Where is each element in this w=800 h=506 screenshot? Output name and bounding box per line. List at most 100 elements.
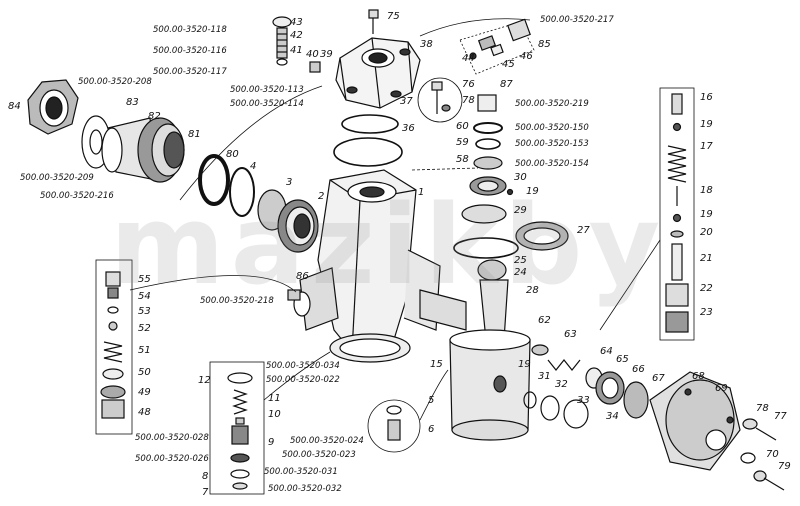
- ring-4: [229, 167, 255, 217]
- callout-number: 80: [226, 149, 239, 160]
- part-number-label: 500.00-3520-032: [268, 484, 342, 494]
- valve-group-44-46: [459, 18, 535, 75]
- callout-number: 33: [577, 395, 590, 406]
- callout-number: 87: [500, 79, 513, 90]
- callout-number: 75: [387, 11, 400, 22]
- callout-number: 82: [148, 111, 161, 122]
- part-number-label: 500.00-3520-217: [540, 15, 614, 25]
- callout-number: 36: [402, 123, 415, 134]
- callout-number: 81: [188, 129, 201, 140]
- rings-31-34: [523, 391, 589, 429]
- part-number-label: 500.00-3520-034: [266, 361, 340, 371]
- callout-number: 54: [138, 291, 151, 302]
- callout-number: 83: [126, 97, 139, 108]
- callout-number: 50: [138, 367, 151, 378]
- piston-15: [449, 329, 531, 441]
- callout-number: 1: [418, 187, 425, 198]
- part-number-label: 500.00-3520-113: [230, 85, 304, 95]
- callout-number: 25: [514, 255, 527, 266]
- part-number-label: 500.00-3520-028: [135, 433, 209, 443]
- callout-number: 79: [778, 461, 791, 472]
- valve-chain-62-67: [531, 344, 649, 419]
- callout-number: 70: [766, 449, 779, 460]
- guide-lines: [129, 18, 661, 421]
- callout-number: 85: [538, 39, 551, 50]
- part-number-label: 500.00-3520-026: [135, 454, 209, 464]
- callout-number: 69: [715, 383, 728, 394]
- callout-number: 34: [606, 411, 619, 422]
- nut-84: [27, 79, 79, 135]
- part-number-label: 500.00-3520-150: [515, 123, 589, 133]
- bolts-77-79: [740, 418, 785, 491]
- callout-number: 16: [700, 92, 713, 103]
- callout-number: 66: [632, 364, 645, 375]
- callout-number: 78: [462, 95, 475, 106]
- callout-number: 27: [577, 225, 590, 236]
- callout-number: 67: [652, 373, 665, 384]
- callout-number: 3: [286, 177, 293, 188]
- washer-83-hole: [89, 129, 103, 155]
- part-number-label: 500.00-3520-208: [78, 77, 152, 87]
- callout-number: 84: [8, 101, 21, 112]
- plunger-group-16-23: [659, 87, 695, 341]
- callout-number: 44: [462, 53, 475, 64]
- callout-number: 9: [268, 437, 275, 448]
- callout-number: 19: [526, 186, 539, 197]
- callout-number: 64: [600, 346, 613, 357]
- callout-number: 24: [514, 267, 527, 278]
- valve-cover: [335, 37, 421, 109]
- callout-number: 6: [428, 424, 435, 435]
- callout-number: 43: [290, 17, 303, 28]
- callout-number: 37: [400, 96, 413, 107]
- callout-number: 4: [250, 161, 257, 172]
- valve-group-48-55: [95, 259, 133, 435]
- callout-number: 38: [420, 39, 433, 50]
- callout-number: 49: [138, 387, 151, 398]
- part-number-label: 500.00-3520-114: [230, 99, 304, 109]
- bearing-2-3: [257, 189, 319, 253]
- plug-86: [287, 289, 301, 301]
- callout-number: 46: [520, 51, 533, 62]
- callout-number: 18: [700, 185, 713, 196]
- part-number-label: 500.00-3520-031: [264, 467, 338, 477]
- callout-number: 23: [700, 307, 713, 318]
- part-number-label: 500.00-3520-209: [20, 173, 94, 183]
- callout-number: 5: [428, 395, 435, 406]
- callout-number: 63: [564, 329, 577, 340]
- steering-housing-1: [293, 169, 441, 363]
- callout-number: 62: [538, 315, 551, 326]
- callout-number: 21: [700, 253, 713, 264]
- valve-group-7-12: [209, 361, 265, 495]
- callout-number: 77: [774, 411, 787, 422]
- callout-number: 28: [526, 285, 539, 296]
- callout-number: 52: [138, 323, 151, 334]
- part-number-label: 500.00-3520-023: [282, 450, 356, 460]
- callout-number: 19: [700, 119, 713, 130]
- callout-number: 59: [456, 137, 469, 148]
- callout-number: 30: [514, 172, 527, 183]
- ring-36: [333, 137, 403, 167]
- callout-number: 51: [138, 345, 151, 356]
- plug-39-40: [309, 61, 321, 73]
- callout-number: 7: [202, 487, 209, 498]
- callout-number: 48: [138, 407, 151, 418]
- part-number-label: 500.00-3520-118: [153, 25, 227, 35]
- part-number-label: 500.00-3520-216: [40, 191, 114, 201]
- callout-number: 19: [518, 359, 531, 370]
- callout-number: 12: [198, 375, 211, 386]
- callout-number: 86: [296, 271, 309, 282]
- callout-number: 32: [555, 379, 568, 390]
- callout-number: 45: [502, 59, 515, 70]
- right-stack-29-87: [419, 94, 569, 341]
- part-number-label: 500.00-3520-218: [200, 296, 274, 306]
- callout-number: 2: [318, 191, 325, 202]
- callout-number: 19: [700, 209, 713, 220]
- callout-number: 78: [756, 403, 769, 414]
- part-number-label: 500.00-3520-153: [515, 139, 589, 149]
- bolt-group-76-78: [417, 77, 463, 123]
- part-number-label: 500.00-3520-154: [515, 159, 589, 169]
- callout-number: 29: [514, 205, 527, 216]
- callout-number: 15: [430, 359, 443, 370]
- callout-number: 60: [456, 121, 469, 132]
